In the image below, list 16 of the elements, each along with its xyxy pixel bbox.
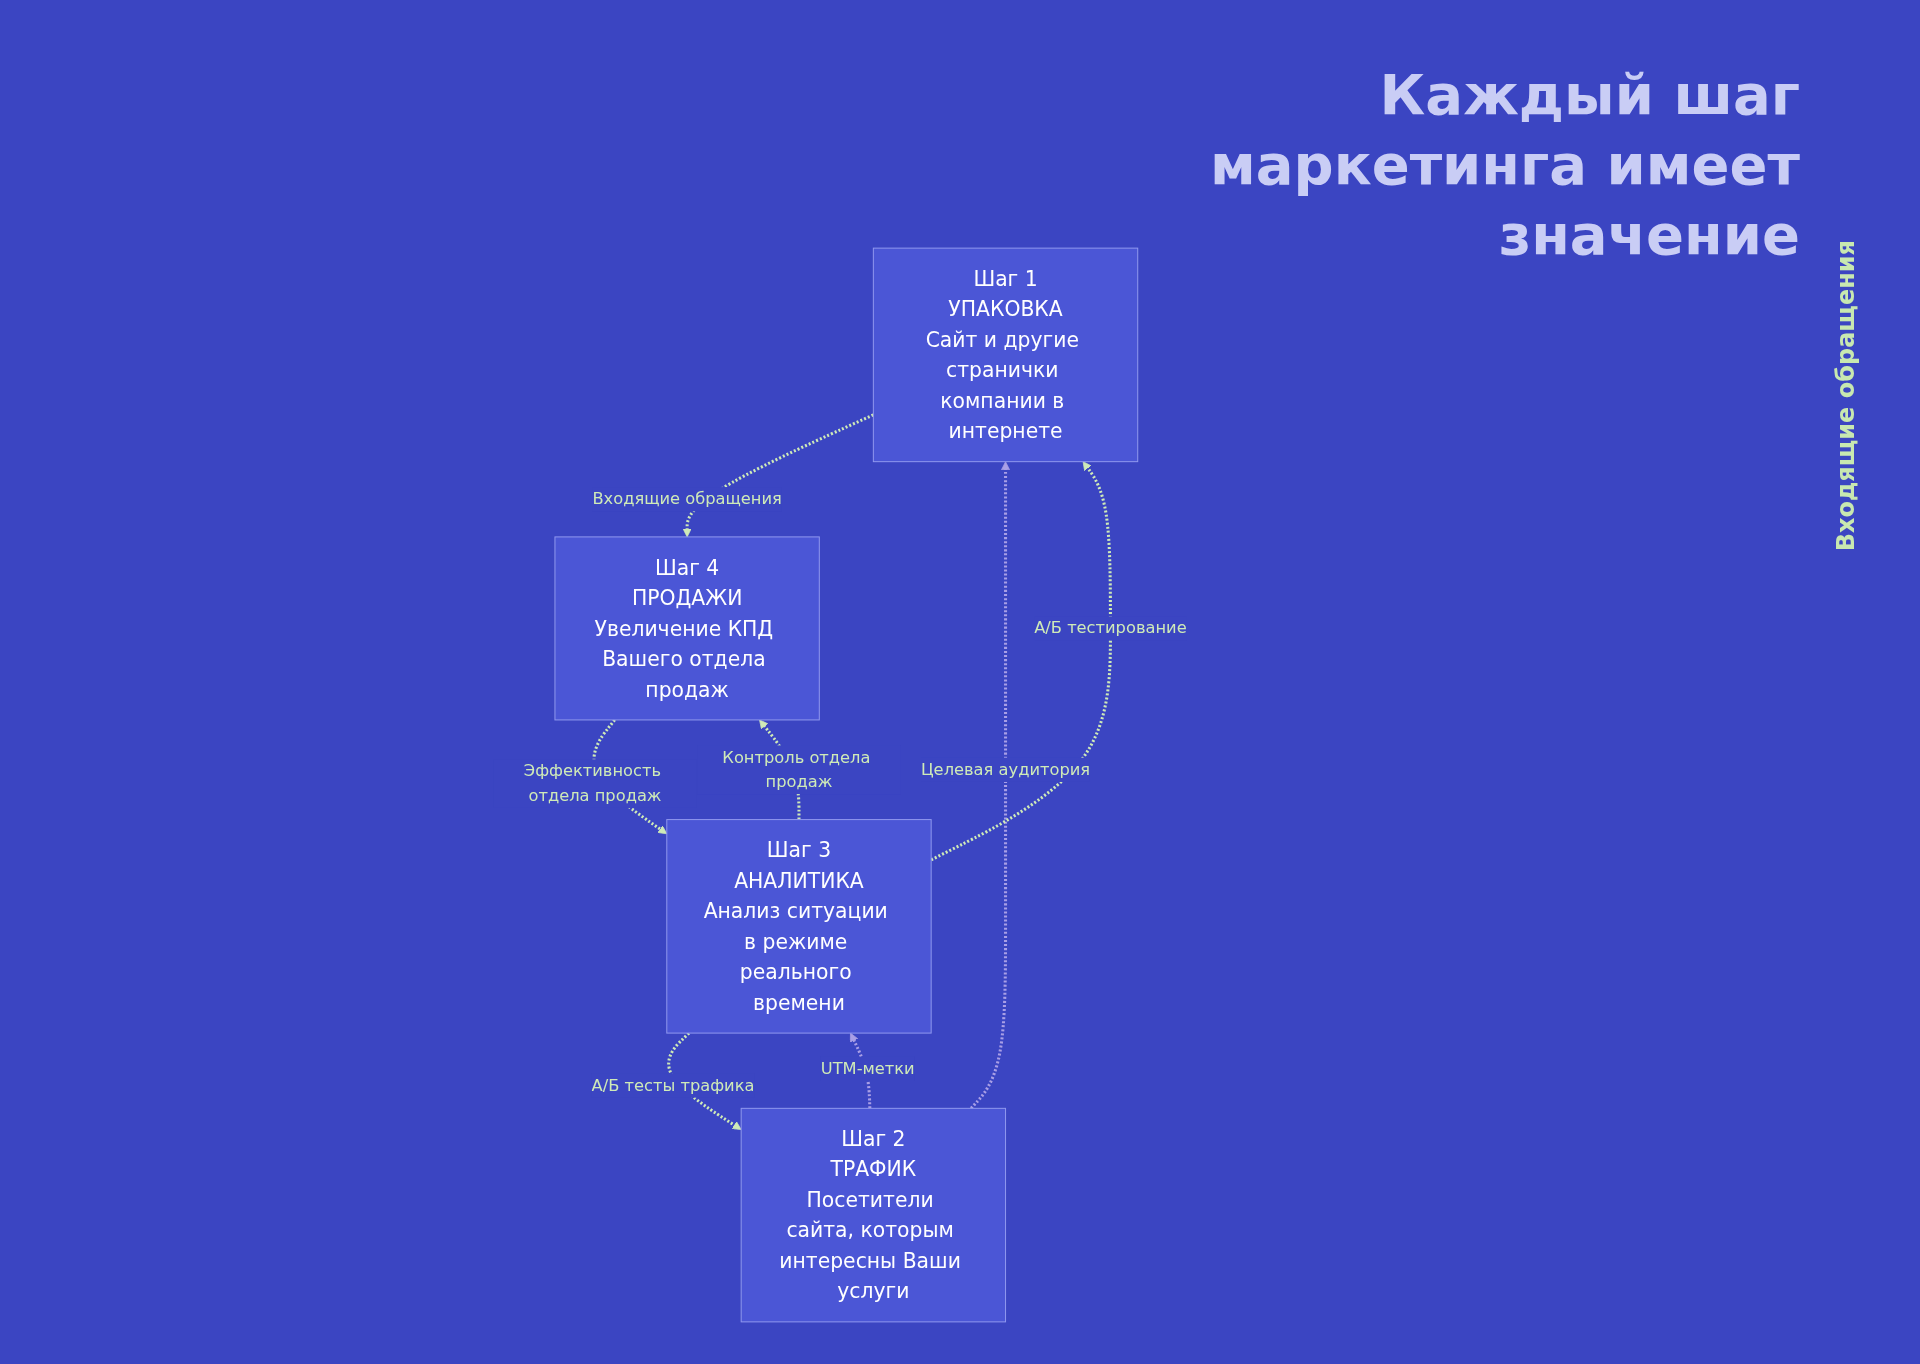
edge-label: А/Б тесты трафика <box>591 1075 755 1095</box>
title: Каждый шаг маркетинга имеет значение <box>1209 61 1800 269</box>
edge-label: А/Б тестирование <box>1034 618 1187 638</box>
edge-label: UTM-метки <box>820 1058 915 1079</box>
edge-label: Целевая аудитория <box>920 759 1091 779</box>
node-box: Шаг 4 ПРОДАЖИ Увеличение КПД Вашего отдела продаж <box>554 536 820 721</box>
node-box: Шаг 3 АНАЛИТИКА Анализ ситуации в режиме реального времени <box>666 819 932 1034</box>
edge-label: Эффективность отдела продаж <box>523 761 662 805</box>
arrow <box>667 1032 742 1130</box>
axis-label: Входящие обращения <box>1832 240 1860 552</box>
edge-label: Контроль отдела продаж <box>722 747 871 792</box>
arrow <box>682 413 874 538</box>
edge-label: Входящие обращения <box>592 489 782 509</box>
arrow <box>969 461 1010 1110</box>
node-box: Шаг 2 ТРАФИК Посетители сайта, которым интересны Ваши услуги <box>740 1107 1007 1323</box>
node-box: Шаг 1 УПАКОВКА Сайт и другие странички компании в интернете <box>872 247 1139 463</box>
